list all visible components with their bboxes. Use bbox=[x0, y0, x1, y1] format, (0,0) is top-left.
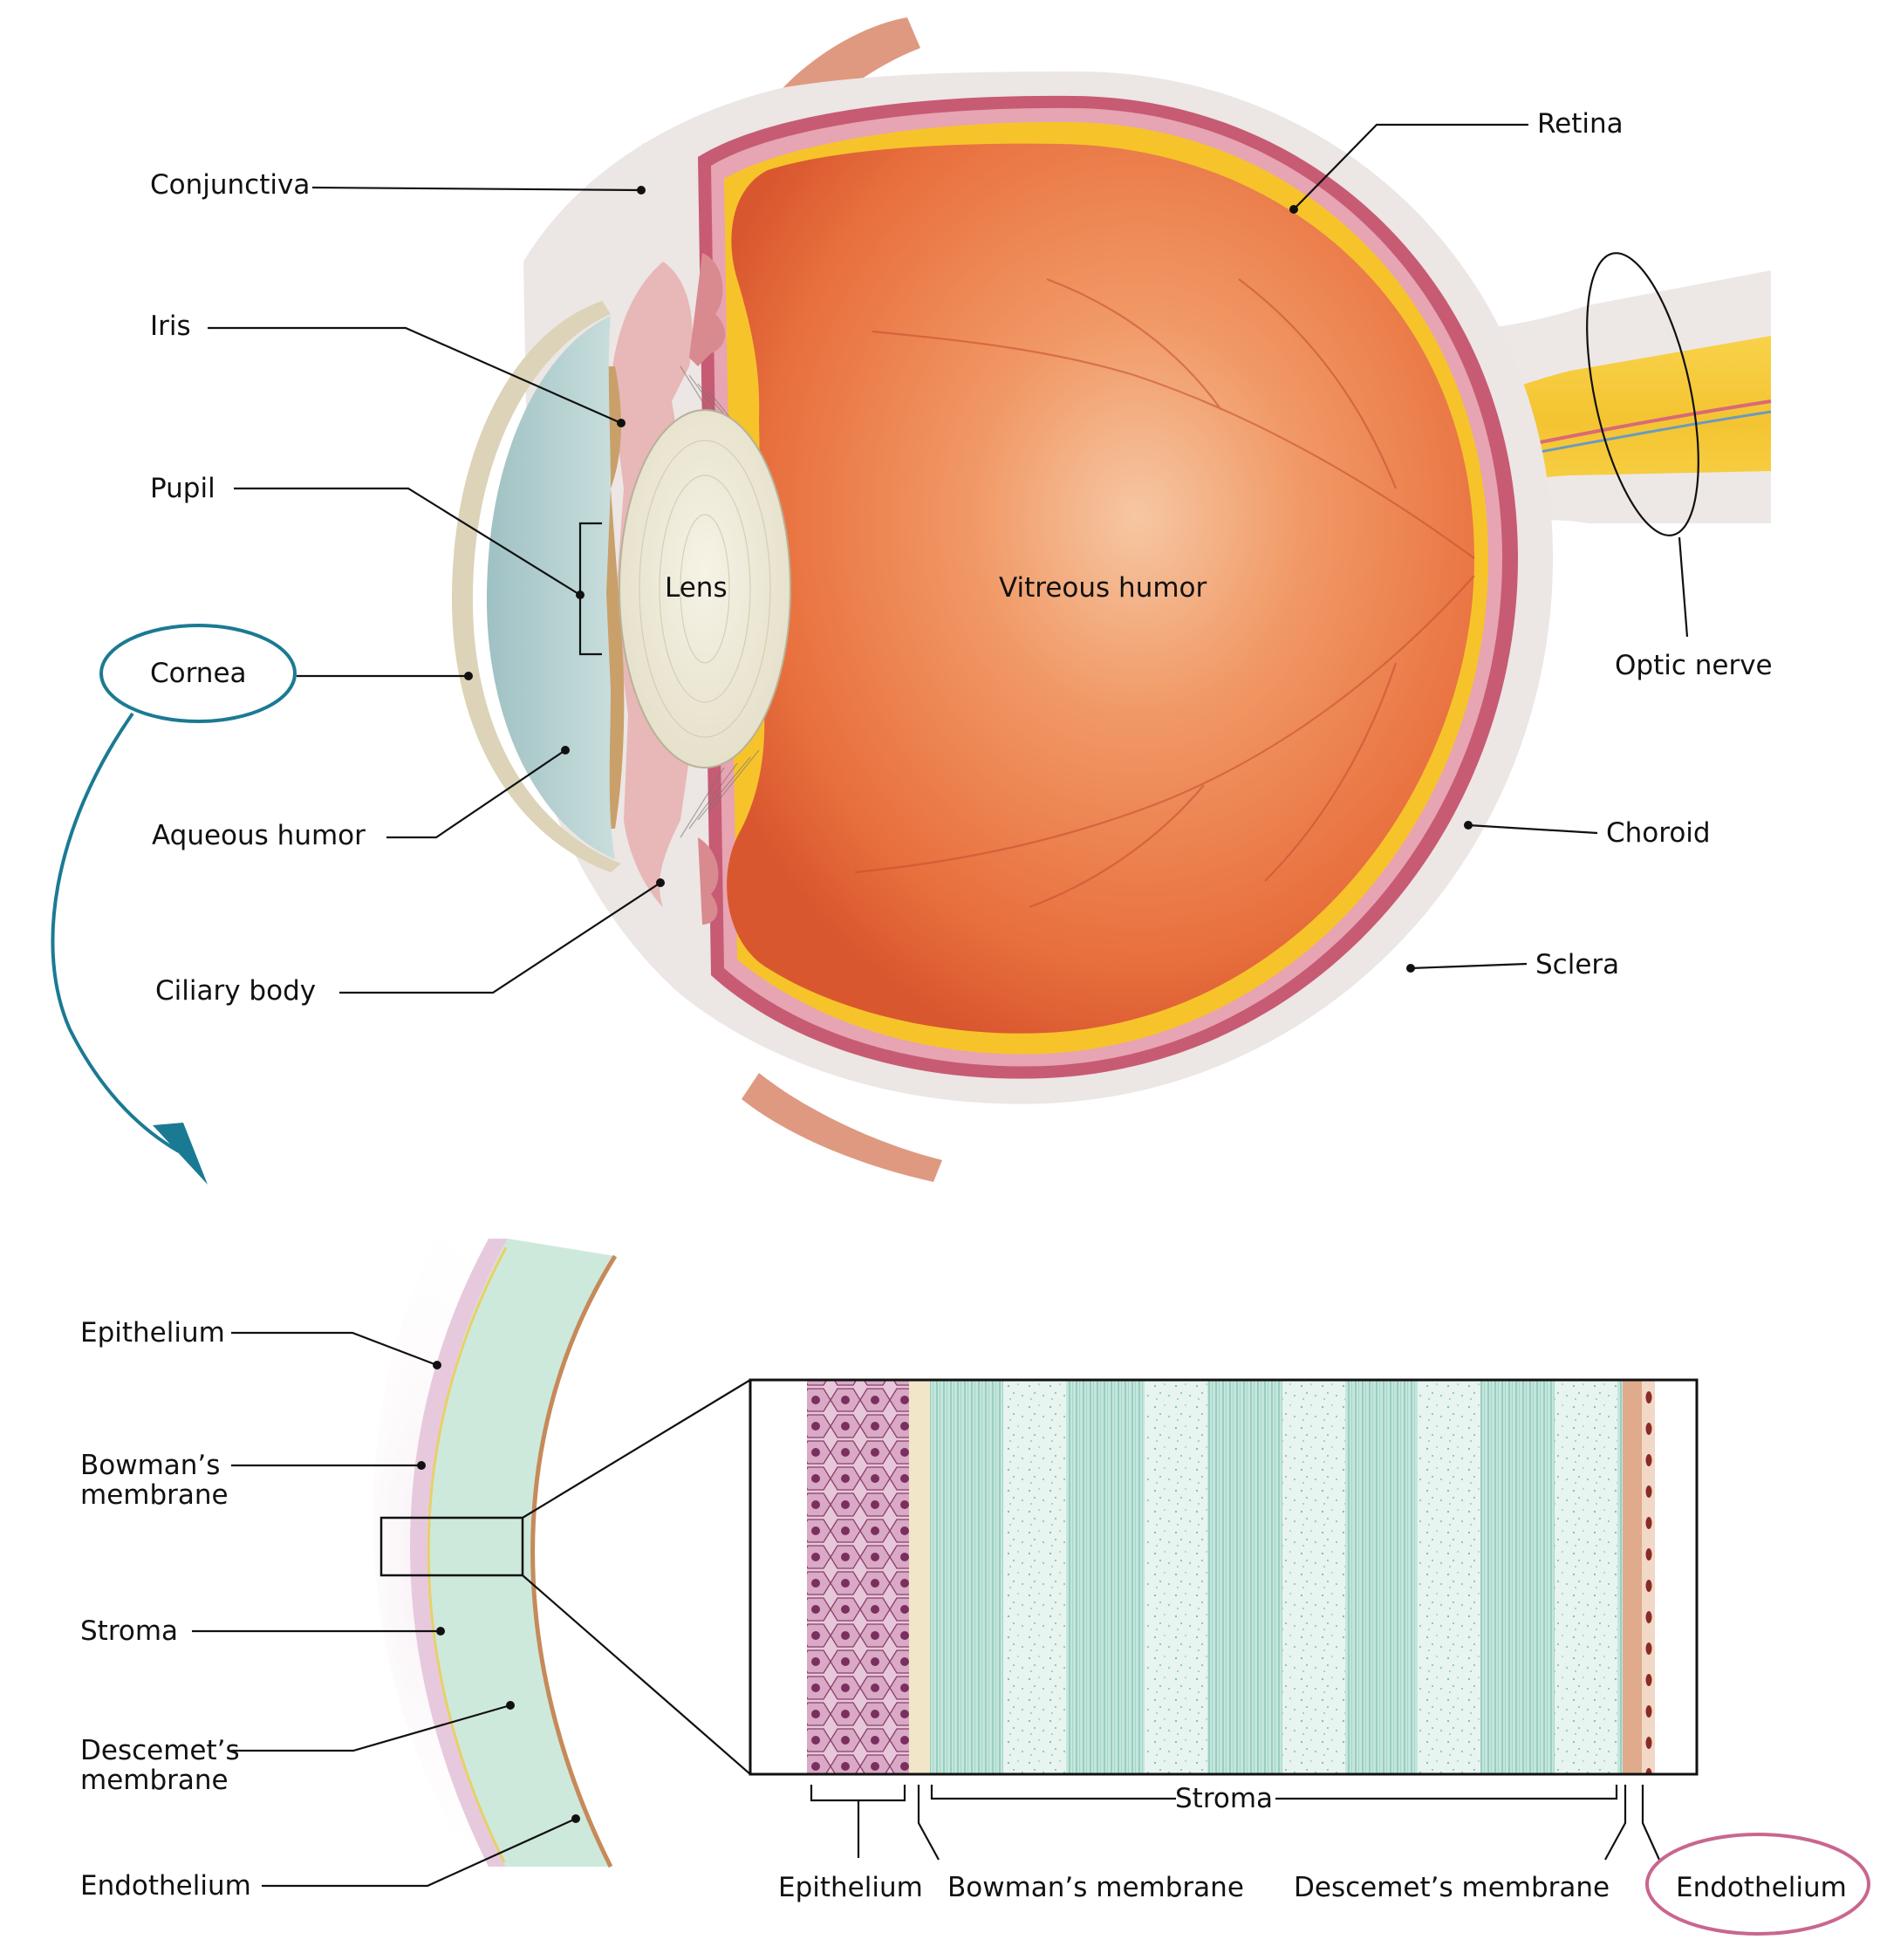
label-ciliary-body: Ciliary body bbox=[155, 975, 316, 1007]
label-layer-endothelium: Endothelium bbox=[1676, 1872, 1847, 1903]
label-cornea-bowmans-1: Bowman’s bbox=[80, 1450, 220, 1481]
zoom-arrow bbox=[52, 714, 179, 1151]
label-cornea-bowmans-2: membrane bbox=[80, 1479, 229, 1511]
label-sclera: Sclera bbox=[1535, 949, 1619, 980]
layer-bowmans-strip bbox=[909, 1380, 930, 1774]
label-cornea-epithelium: Epithelium bbox=[80, 1317, 225, 1349]
cornea-cross-section bbox=[373, 1239, 750, 1875]
label-layer-epithelium: Epithelium bbox=[778, 1872, 923, 1903]
label-optic-nerve: Optic nerve bbox=[1615, 650, 1773, 681]
label-cornea-descemets-1: Descemet’s bbox=[80, 1735, 240, 1766]
label-choroid: Choroid bbox=[1606, 817, 1711, 849]
label-cornea: Cornea bbox=[150, 658, 247, 689]
magnified-layers bbox=[750, 1380, 1697, 1774]
label-iris: Iris bbox=[150, 311, 191, 342]
label-layer-descemets: Descemet’s membrane bbox=[1294, 1872, 1610, 1903]
layer-epithelium-cells bbox=[807, 1380, 909, 1774]
layer-labels: Stroma Epithelium Bowman’s membrane Desc… bbox=[778, 1783, 1869, 1934]
label-layer-stroma: Stroma bbox=[1175, 1783, 1273, 1814]
label-cornea-endothelium: Endothelium bbox=[80, 1870, 251, 1902]
label-conjunctiva: Conjunctiva bbox=[150, 169, 310, 201]
label-layer-bowmans: Bowman’s membrane bbox=[947, 1872, 1244, 1903]
label-lens: Lens bbox=[665, 572, 728, 604]
label-cornea-stroma: Stroma bbox=[80, 1615, 178, 1647]
layer-descemets-strip bbox=[1623, 1380, 1642, 1774]
label-cornea-descemets-2: membrane bbox=[80, 1765, 229, 1796]
zoom-arrow-head bbox=[153, 1123, 208, 1185]
label-vitreous-humor: Vitreous humor bbox=[999, 572, 1207, 604]
label-retina: Retina bbox=[1537, 108, 1624, 140]
label-pupil: Pupil bbox=[150, 473, 215, 504]
layer-endothelium-strip bbox=[1642, 1380, 1655, 1774]
label-aqueous-humor: Aqueous humor bbox=[152, 820, 366, 851]
